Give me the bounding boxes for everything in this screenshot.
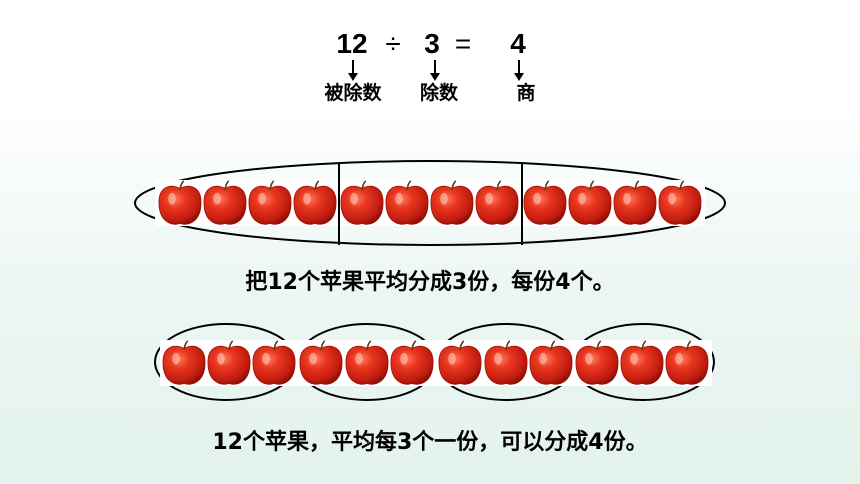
- apple-icon: [529, 340, 573, 385]
- apple-icon: [430, 180, 474, 225]
- quotient-arrow-icon: [514, 60, 524, 81]
- apple-icon: [390, 340, 434, 385]
- apple-icon: [340, 180, 384, 225]
- divide-sign: ÷: [385, 28, 401, 59]
- apple-icon: [385, 180, 429, 225]
- caption-first: 把12个苹果平均分成3份，每份4个。: [245, 270, 615, 295]
- divisor: 3: [424, 28, 440, 59]
- whole-set-ellipse: [134, 160, 726, 246]
- apple-icon: [658, 180, 702, 225]
- apple-icon: [162, 340, 206, 385]
- apple-icon: [207, 340, 251, 385]
- apple-icon: [299, 340, 343, 385]
- apple-icon: [484, 340, 528, 385]
- apple-icon: [293, 180, 337, 225]
- apple-icon: [345, 340, 389, 385]
- apple-icon: [438, 340, 482, 385]
- apple-icon: [158, 180, 202, 225]
- dividend-arrow-icon: [348, 60, 358, 81]
- apple-icon: [620, 340, 664, 385]
- apple-icon: [248, 180, 292, 225]
- dividend: 12: [336, 28, 368, 59]
- apple-icon: [523, 180, 567, 225]
- quotient: 4: [510, 28, 526, 59]
- apple-icon: [252, 340, 296, 385]
- divisor-label: 除数: [419, 82, 458, 104]
- caption-second: 12个苹果，平均每3个一份，可以分成4份。: [212, 430, 648, 455]
- apple-icon: [613, 180, 657, 225]
- apple-icon: [203, 180, 247, 225]
- row1-band: [155, 180, 705, 226]
- dividend-label: 被除数: [324, 82, 382, 104]
- apple-icon: [575, 340, 619, 385]
- row2-band: [160, 340, 712, 386]
- equals-sign: =: [454, 28, 472, 59]
- apple-icon: [475, 180, 519, 225]
- apple-icon: [665, 340, 709, 385]
- quotient-label: 商: [516, 82, 536, 104]
- apple-icon: [568, 180, 612, 225]
- divisor-arrow-icon: [430, 60, 440, 81]
